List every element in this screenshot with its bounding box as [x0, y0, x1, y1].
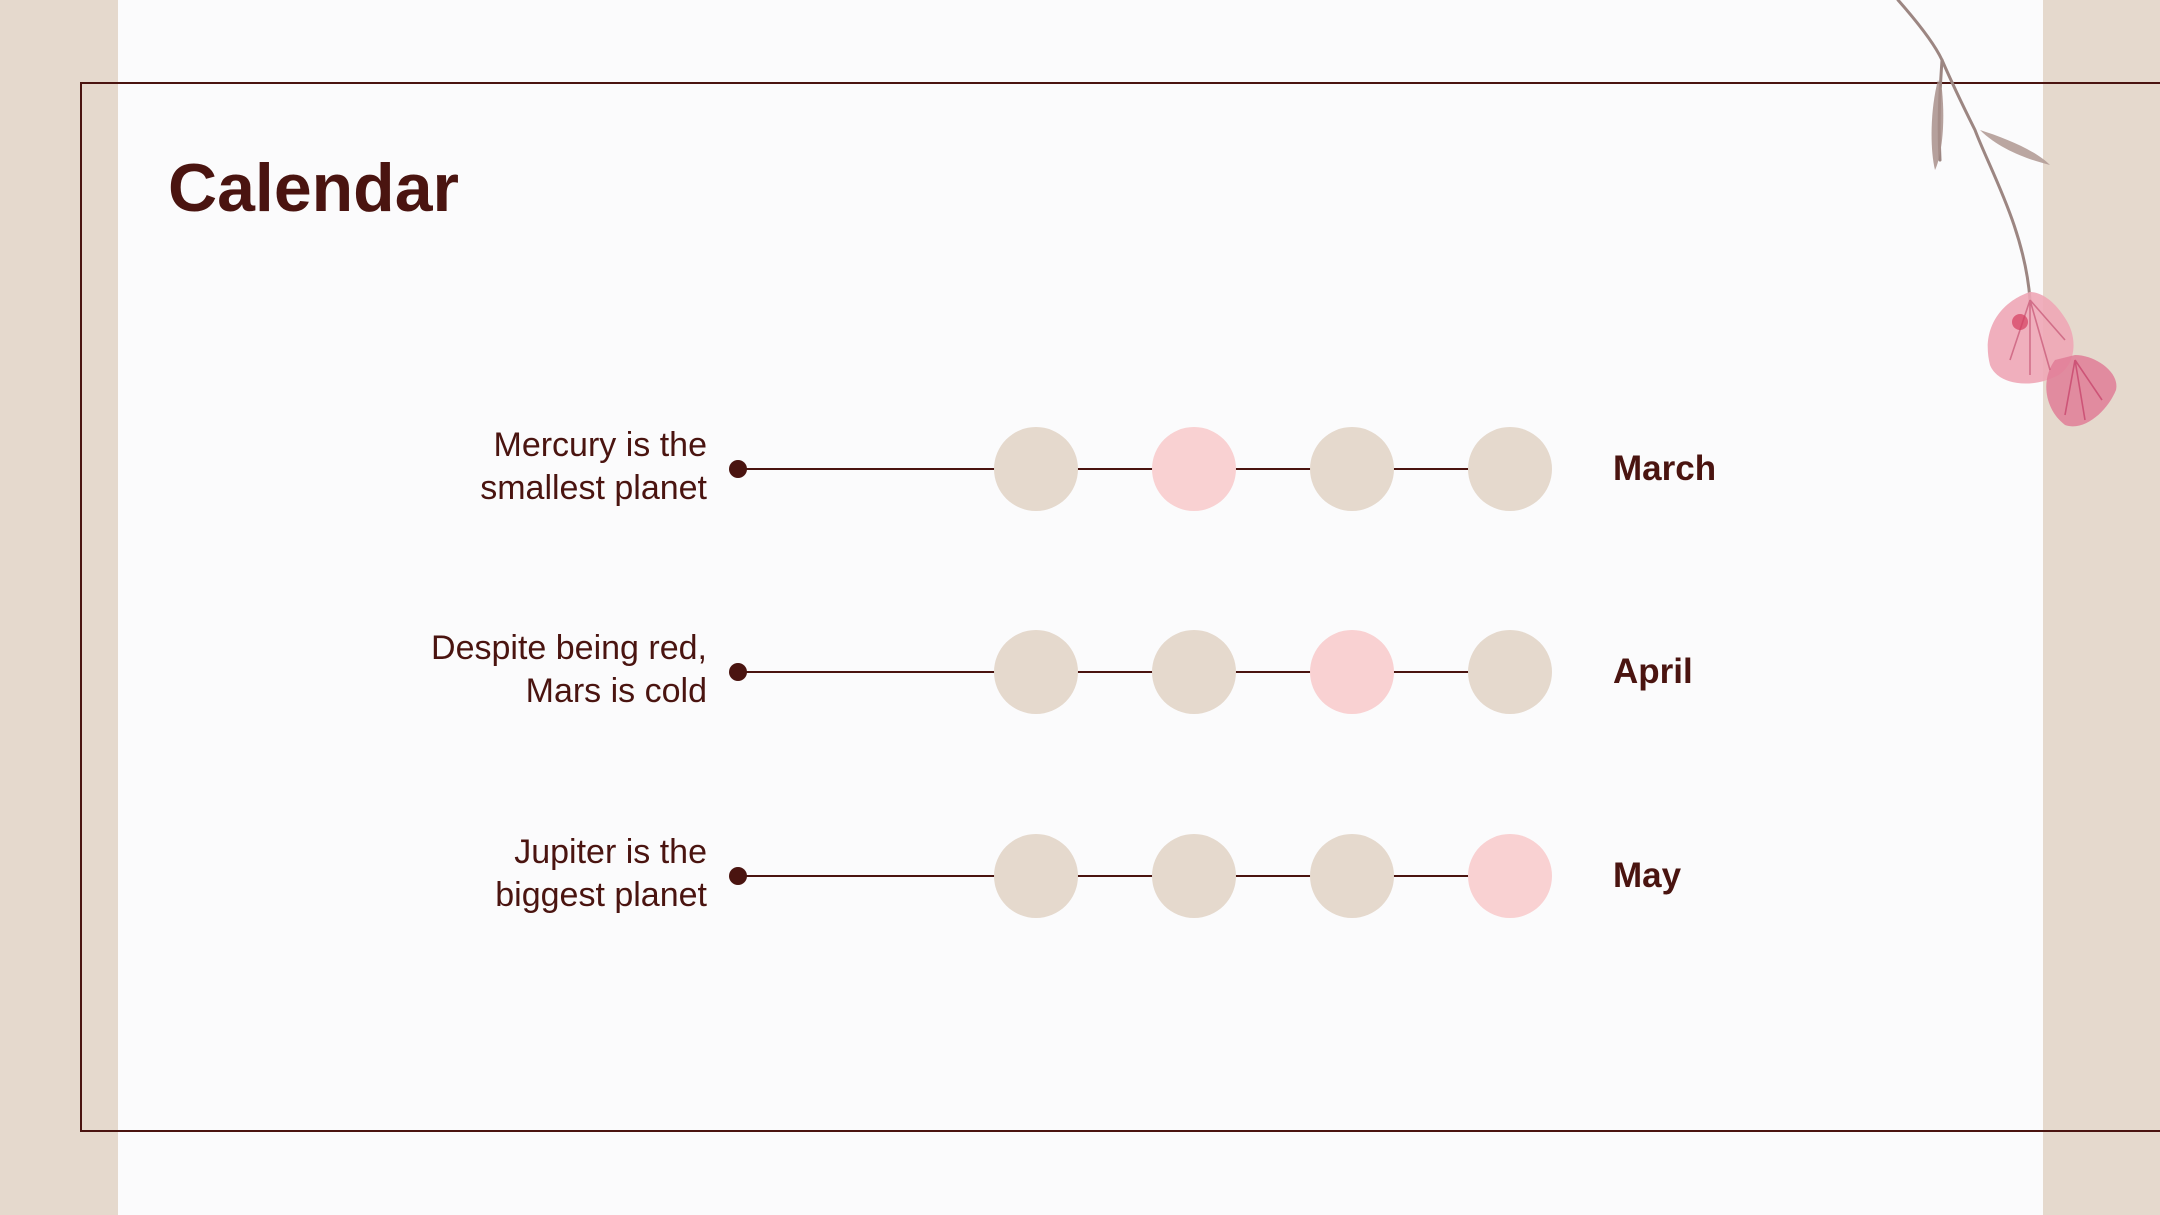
- row-description-line1: Mercury is the: [493, 426, 708, 464]
- week-circle-3-highlighted: [1310, 630, 1394, 714]
- row-description: Mercury is the smallest planet: [347, 424, 707, 510]
- timeline-line: [740, 468, 1510, 470]
- timeline-line: [740, 671, 1510, 673]
- month-label: May: [1613, 856, 1682, 895]
- week-circle-2: [1152, 630, 1236, 714]
- slide-title: Calendar: [168, 150, 459, 226]
- week-circle-4: [1468, 630, 1552, 714]
- calendar-row-may: Jupiter is the biggest planet May: [0, 831, 2160, 921]
- week-circle-3: [1310, 427, 1394, 511]
- row-description-line2: smallest planet: [480, 469, 707, 507]
- slide-frame: [80, 82, 2160, 1132]
- timeline-start-dot: [729, 867, 747, 885]
- row-description-line1: Jupiter is the: [514, 833, 707, 871]
- week-circle-3: [1310, 834, 1394, 918]
- calendar-row-april: Despite being red, Mars is cold April: [0, 627, 2160, 717]
- month-label: March: [1613, 449, 1717, 488]
- right-decorative-band: [2043, 0, 2160, 1215]
- row-description-line1: Despite being red,: [431, 629, 707, 667]
- week-circle-1: [994, 427, 1078, 511]
- row-description-line2: biggest planet: [495, 876, 707, 914]
- left-decorative-band: [0, 0, 118, 1215]
- week-circle-1: [994, 834, 1078, 918]
- week-circle-4: [1468, 427, 1552, 511]
- week-circle-4-highlighted: [1468, 834, 1552, 918]
- row-description: Despite being red, Mars is cold: [347, 627, 707, 713]
- row-description-line2: Mars is cold: [525, 672, 707, 710]
- month-label: April: [1613, 652, 1693, 691]
- week-circle-1: [994, 630, 1078, 714]
- timeline-start-dot: [729, 460, 747, 478]
- timeline-line: [740, 875, 1510, 877]
- week-circle-2: [1152, 834, 1236, 918]
- flower-branch-icon: [1896, 0, 2117, 427]
- week-circle-2-highlighted: [1152, 427, 1236, 511]
- timeline-start-dot: [729, 663, 747, 681]
- calendar-row-march: Mercury is the smallest planet March: [0, 424, 2160, 514]
- row-description: Jupiter is the biggest planet: [347, 831, 707, 917]
